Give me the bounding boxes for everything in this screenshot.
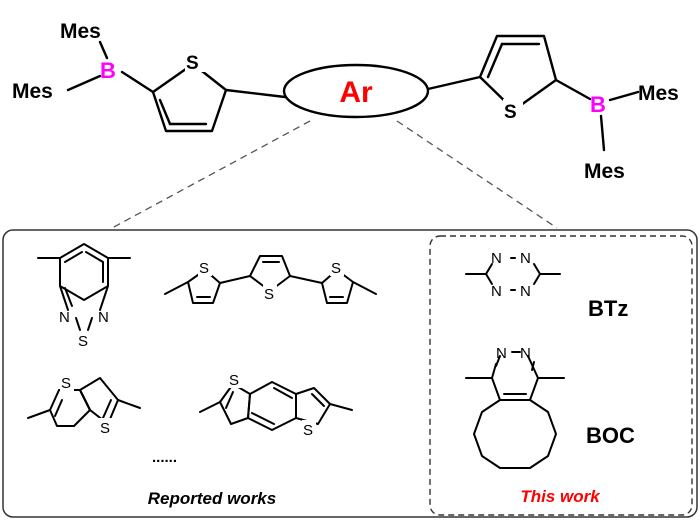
benzodithiophene-s1: S: [229, 372, 239, 389]
boc-n1: N: [496, 345, 507, 362]
core-ellipse: [282, 63, 430, 119]
boron-left: B: [100, 58, 116, 83]
btd-n2: N: [98, 309, 109, 326]
tetrazine-structure: N N N N: [465, 250, 561, 300]
btz-label: BTz: [588, 296, 628, 321]
boc-structure: N N: [465, 345, 565, 469]
mes-left-lower: Mes: [12, 80, 53, 103]
mes-left-upper: Mes: [60, 20, 101, 43]
this-work-caption: This work: [520, 487, 601, 506]
zoom-line-right: [396, 120, 558, 229]
this-work-box: [429, 235, 693, 516]
right-thiophene: S: [478, 34, 558, 123]
btz-n3: N: [491, 283, 502, 300]
core-label: Ar: [339, 76, 373, 109]
boron-right: B: [590, 92, 606, 117]
thienothiophene-structure: S S: [27, 373, 141, 437]
terthiophene-s1: S: [199, 260, 209, 277]
left-thiophene: S: [151, 50, 228, 133]
mes-right-upper: Mes: [638, 82, 679, 105]
btd-n1: N: [59, 309, 70, 326]
benzodithiophene-s2: S: [303, 422, 313, 439]
benzodithiophene-structure: S S: [199, 370, 353, 439]
benzothiadiazole-structure: N N S: [37, 243, 131, 350]
zoom-line-left: [111, 120, 311, 229]
mes-right-lower: Mes: [584, 160, 625, 183]
sulfur-right: S: [504, 102, 517, 123]
terthiophene-structure: S S S: [164, 255, 377, 304]
reported-works-section: N N S S S S: [27, 243, 377, 508]
thienothiophene-s1: S: [61, 375, 71, 392]
ellipsis: ......: [152, 449, 177, 466]
reported-works-caption: Reported works: [148, 489, 276, 508]
examples-panel: [2, 229, 698, 518]
btz-n1: N: [491, 250, 502, 267]
btz-n4: N: [520, 283, 531, 300]
btz-n2: N: [520, 250, 531, 267]
top-molecule: Mes Mes B S Ar S B Mes: [12, 20, 679, 183]
sulfur-left: S: [186, 53, 199, 74]
this-work-section: N N N N BTz N N BOC This work: [465, 250, 635, 506]
thienothiophene-s2: S: [100, 420, 110, 437]
terthiophene-s2: S: [264, 286, 274, 303]
boc-label: BOC: [586, 423, 635, 448]
boc-n2: N: [520, 345, 531, 362]
terthiophene-s3: S: [331, 260, 341, 277]
btd-s: S: [78, 333, 88, 350]
